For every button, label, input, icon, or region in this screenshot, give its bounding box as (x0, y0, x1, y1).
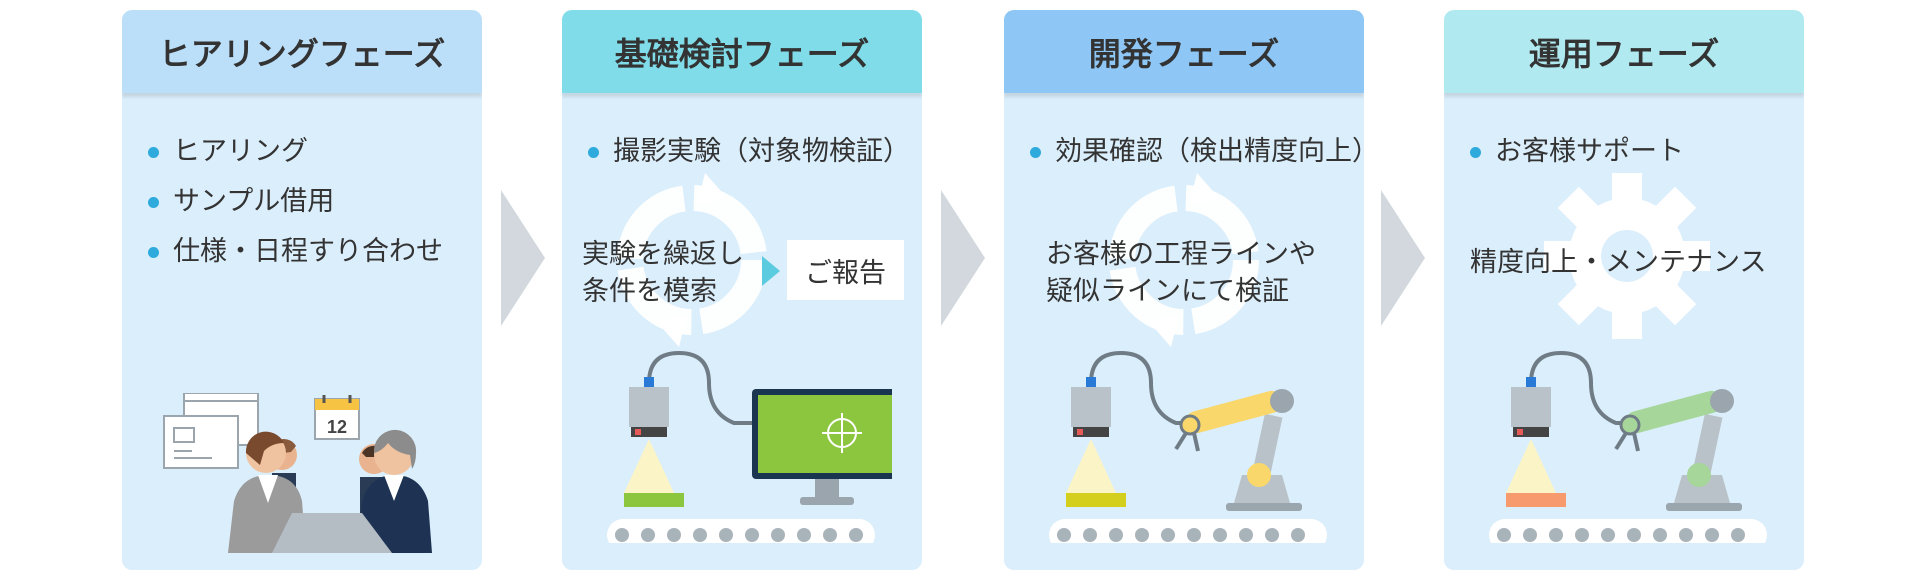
stage (1066, 493, 1126, 507)
report-box: ご報告 (787, 240, 904, 300)
phase-title: 運用フェーズ (1444, 10, 1804, 93)
chevron-right-icon (941, 190, 985, 326)
chevron-right-icon (501, 190, 545, 326)
bullet-dot-icon (1030, 146, 1041, 158)
bullet-item: サンプル借用 (148, 177, 443, 227)
triangle-right-icon (762, 256, 780, 286)
phase-body: 撮影実験（対象物検証） 実験を繰返し 条件を模索 ご報告 (562, 93, 922, 570)
phase-body: お客様サポート 精度向上・メンテナンス (1444, 93, 1804, 570)
svg-text:12: 12 (327, 417, 347, 437)
bullet-item: ヒアリング (148, 127, 443, 177)
phase-development: 開発フェーズ 効果確認（検出精度向上） お客様の工程ラインや 疑似ラインにて検証 (1004, 10, 1364, 570)
cycle-icon (617, 173, 767, 347)
message-text: 実験を繰返し 条件を模索 (582, 239, 744, 307)
phase-title: 基礎検討フェーズ (562, 10, 922, 93)
bullet-dot-icon (1470, 146, 1481, 158)
calendar-icon: 12 (314, 395, 360, 440)
bullet-dot-icon (148, 196, 159, 208)
stage (1506, 493, 1566, 507)
bullet-dot-icon (148, 246, 159, 258)
bullet-list: ヒアリング サンプル借用 仕様・日程すり合わせ (148, 127, 443, 277)
chevron-right-icon (1381, 190, 1425, 326)
bullet-item: お客様サポート (1470, 127, 1684, 177)
bullet-list: お客様サポート (1470, 127, 1684, 177)
bullet-item: 撮影実験（対象物検証） (588, 127, 910, 177)
bullet-dot-icon (148, 146, 159, 158)
phase-title: ヒアリングフェーズ (122, 10, 482, 93)
camera-monitor-illustration (607, 350, 892, 543)
bullet-item: 効果確認（検出精度向上） (1030, 127, 1364, 177)
message-text: お客様の工程ラインや 疑似ラインにて検証 (1046, 239, 1316, 307)
robot-arm-illustration (1489, 350, 1767, 543)
bullet-list: 撮影実験（対象物検証） (588, 127, 910, 177)
phase-body: ヒアリング サンプル借用 仕様・日程すり合わせ 12 (122, 93, 482, 570)
gear-icon (1544, 173, 1710, 339)
phase-hearing: ヒアリングフェーズ ヒアリング サンプル借用 仕様・日程すり合わせ 12 (122, 10, 482, 570)
bullet-item: 仕様・日程すり合わせ (148, 227, 443, 277)
phase-operation: 運用フェーズ お客様サポート 精度向上・メンテナンス (1444, 10, 1804, 570)
phase-basic-study: 基礎検討フェーズ 撮影実験（対象物検証） 実験を繰返し 条件を模索 ご報告 (562, 10, 922, 570)
robot-arm-illustration (1049, 350, 1327, 543)
bullet-dot-icon (588, 146, 599, 158)
bullet-list: 効果確認（検出精度向上） (1030, 127, 1364, 177)
meeting-illustration: 12 (163, 393, 432, 553)
phase-title: 開発フェーズ (1004, 10, 1364, 93)
phase-body: 効果確認（検出精度向上） お客様の工程ラインや 疑似ラインにて検証 (1004, 93, 1364, 570)
message-text: 精度向上・メンテナンス (1470, 247, 1767, 278)
cycle-icon (1109, 173, 1259, 347)
stage (624, 493, 684, 507)
